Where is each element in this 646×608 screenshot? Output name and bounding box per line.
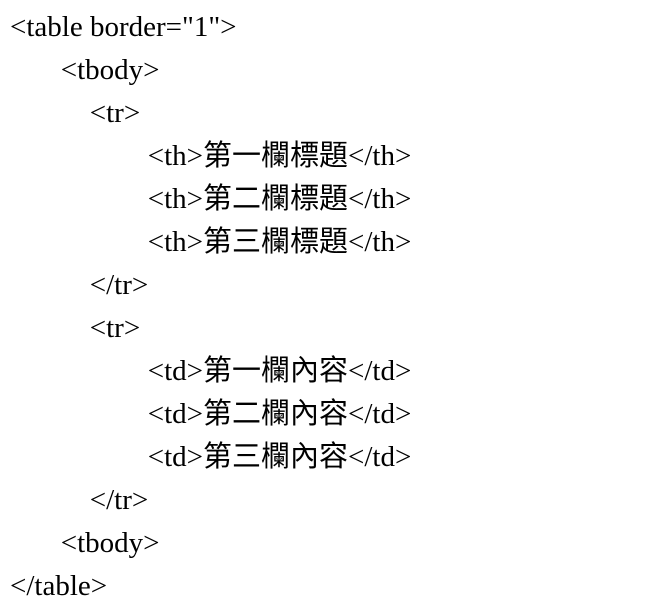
code-line-th-2: <th>第二欄標題</th> [10,183,412,215]
code-line-th-3: <th>第三欄標題</th> [10,226,412,258]
code-line-tr-open-1: <tr> [10,97,141,129]
code-line-table-open: <table border="1"> [10,11,237,43]
code-line-tr-close-1: </tr> [10,269,149,301]
code-line-td-2: <td>第二欄內容</td> [10,398,412,430]
code-line-td-3: <td>第三欄內容</td> [10,441,412,473]
code-line-tr-open-2: <tr> [10,312,141,344]
code-line-th-1: <th>第一欄標題</th> [10,140,412,172]
code-line-td-1: <td>第一欄內容</td> [10,355,412,387]
code-line-table-close: </table> [10,570,108,602]
code-line-tbody-open: <tbody> [10,54,160,86]
code-line-tbody-close: <tbody> [10,527,160,559]
code-line-tr-close-2: </tr> [10,484,149,516]
